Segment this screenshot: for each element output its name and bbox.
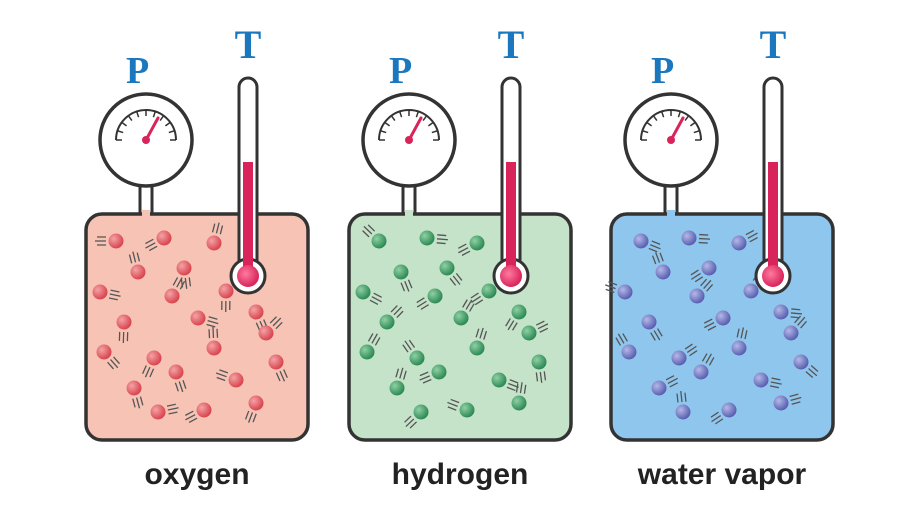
- gas-molecule: [652, 381, 667, 396]
- gas-molecule: [656, 265, 671, 280]
- pressure-label: P: [651, 50, 674, 92]
- gas-molecule: [147, 351, 162, 366]
- gas-label: oxygen: [144, 458, 249, 491]
- gas-molecule: [722, 403, 737, 418]
- gas-molecule: [702, 261, 717, 276]
- gas-molecule: [732, 236, 747, 251]
- gas-molecule: [394, 265, 409, 280]
- gas-molecule: [440, 261, 455, 276]
- gauge-pivot: [142, 136, 150, 144]
- gas-molecule: [672, 351, 687, 366]
- gas-molecule: [93, 285, 108, 300]
- gas-molecule: [229, 373, 244, 388]
- gas-molecule: [774, 305, 789, 320]
- gas-molecule: [197, 403, 212, 418]
- gas-molecule: [97, 345, 112, 360]
- pressure-label: P: [389, 50, 412, 92]
- gas-molecule: [694, 365, 709, 380]
- pressure-label: P: [126, 50, 149, 92]
- gas-molecule: [131, 265, 146, 280]
- thermometer-bulb: [500, 265, 522, 287]
- motion-line: [791, 317, 800, 318]
- gas-molecule: [169, 365, 184, 380]
- gas-molecule: [207, 341, 222, 356]
- gas-molecule: [470, 341, 485, 356]
- gas-molecule: [414, 405, 429, 420]
- gas-molecule: [356, 285, 371, 300]
- thermometer-bulb: [762, 265, 784, 287]
- motion-line: [437, 243, 446, 244]
- gas-molecule: [634, 234, 649, 249]
- temperature-label: T: [235, 22, 262, 67]
- gas-molecule: [249, 396, 264, 411]
- thermometer-mercury: [506, 162, 516, 272]
- gas-molecule: [249, 305, 264, 320]
- gas-molecule: [744, 284, 759, 299]
- gas-molecule: [682, 231, 697, 246]
- gas-molecule: [482, 284, 497, 299]
- gas-molecule: [428, 289, 443, 304]
- gas-molecule: [117, 315, 132, 330]
- motion-line: [699, 239, 710, 240]
- gas-molecule: [784, 326, 799, 341]
- thermometer-mercury: [243, 162, 253, 272]
- gas-molecule: [522, 326, 537, 341]
- gas-molecule: [642, 315, 657, 330]
- gas-molecule: [390, 381, 405, 396]
- gas-molecule: [177, 261, 192, 276]
- gas-molecule: [732, 341, 747, 356]
- container-hydrogen: P Thydrogen: [349, 22, 571, 491]
- gas-molecule: [470, 236, 485, 251]
- gas-molecule: [157, 231, 172, 246]
- gauge-pivot: [405, 136, 413, 144]
- gas-molecule: [512, 396, 527, 411]
- gas-molecule: [512, 305, 527, 320]
- gas-molecule: [622, 345, 637, 360]
- gas-molecule: [420, 231, 435, 246]
- gas-molecule: [754, 373, 769, 388]
- gauge-pivot: [667, 136, 675, 144]
- gas-molecule: [618, 285, 633, 300]
- gas-molecule: [191, 311, 206, 326]
- gas-molecule: [269, 355, 284, 370]
- gas-molecule: [690, 289, 705, 304]
- gas-molecule: [380, 315, 395, 330]
- gas-molecule: [492, 373, 507, 388]
- motion-line: [213, 327, 214, 338]
- gas-molecule: [794, 355, 809, 370]
- gas-molecule: [207, 236, 222, 251]
- gas-label: hydrogen: [392, 458, 529, 491]
- gas-molecule: [259, 326, 274, 341]
- gas-molecule: [676, 405, 691, 420]
- gas-molecule: [460, 403, 475, 418]
- motion-line: [437, 239, 448, 240]
- container-oxygen: P Toxygen: [86, 22, 308, 491]
- temperature-label: T: [498, 22, 525, 67]
- gas-molecule: [454, 311, 469, 326]
- gas-molecule: [127, 381, 142, 396]
- motion-line: [791, 309, 800, 310]
- gas-molecule: [109, 234, 124, 249]
- gas-molecule: [360, 345, 375, 360]
- gas-label: water vapor: [637, 458, 807, 491]
- gas-molecule: [372, 234, 387, 249]
- gas-molecule: [410, 351, 425, 366]
- gas-molecule: [532, 355, 547, 370]
- gas-molecule: [165, 289, 180, 304]
- gas-molecule: [774, 396, 789, 411]
- thermometer-bulb: [237, 265, 259, 287]
- temperature-label: T: [760, 22, 787, 67]
- gas-molecule: [716, 311, 731, 326]
- container-water-vapor: P Twater vapor: [605, 22, 833, 491]
- gas-molecule: [432, 365, 447, 380]
- gas-molecule: [151, 405, 166, 420]
- thermometer-mercury: [768, 162, 778, 272]
- motion-line: [437, 235, 446, 236]
- gas-molecule: [219, 284, 234, 299]
